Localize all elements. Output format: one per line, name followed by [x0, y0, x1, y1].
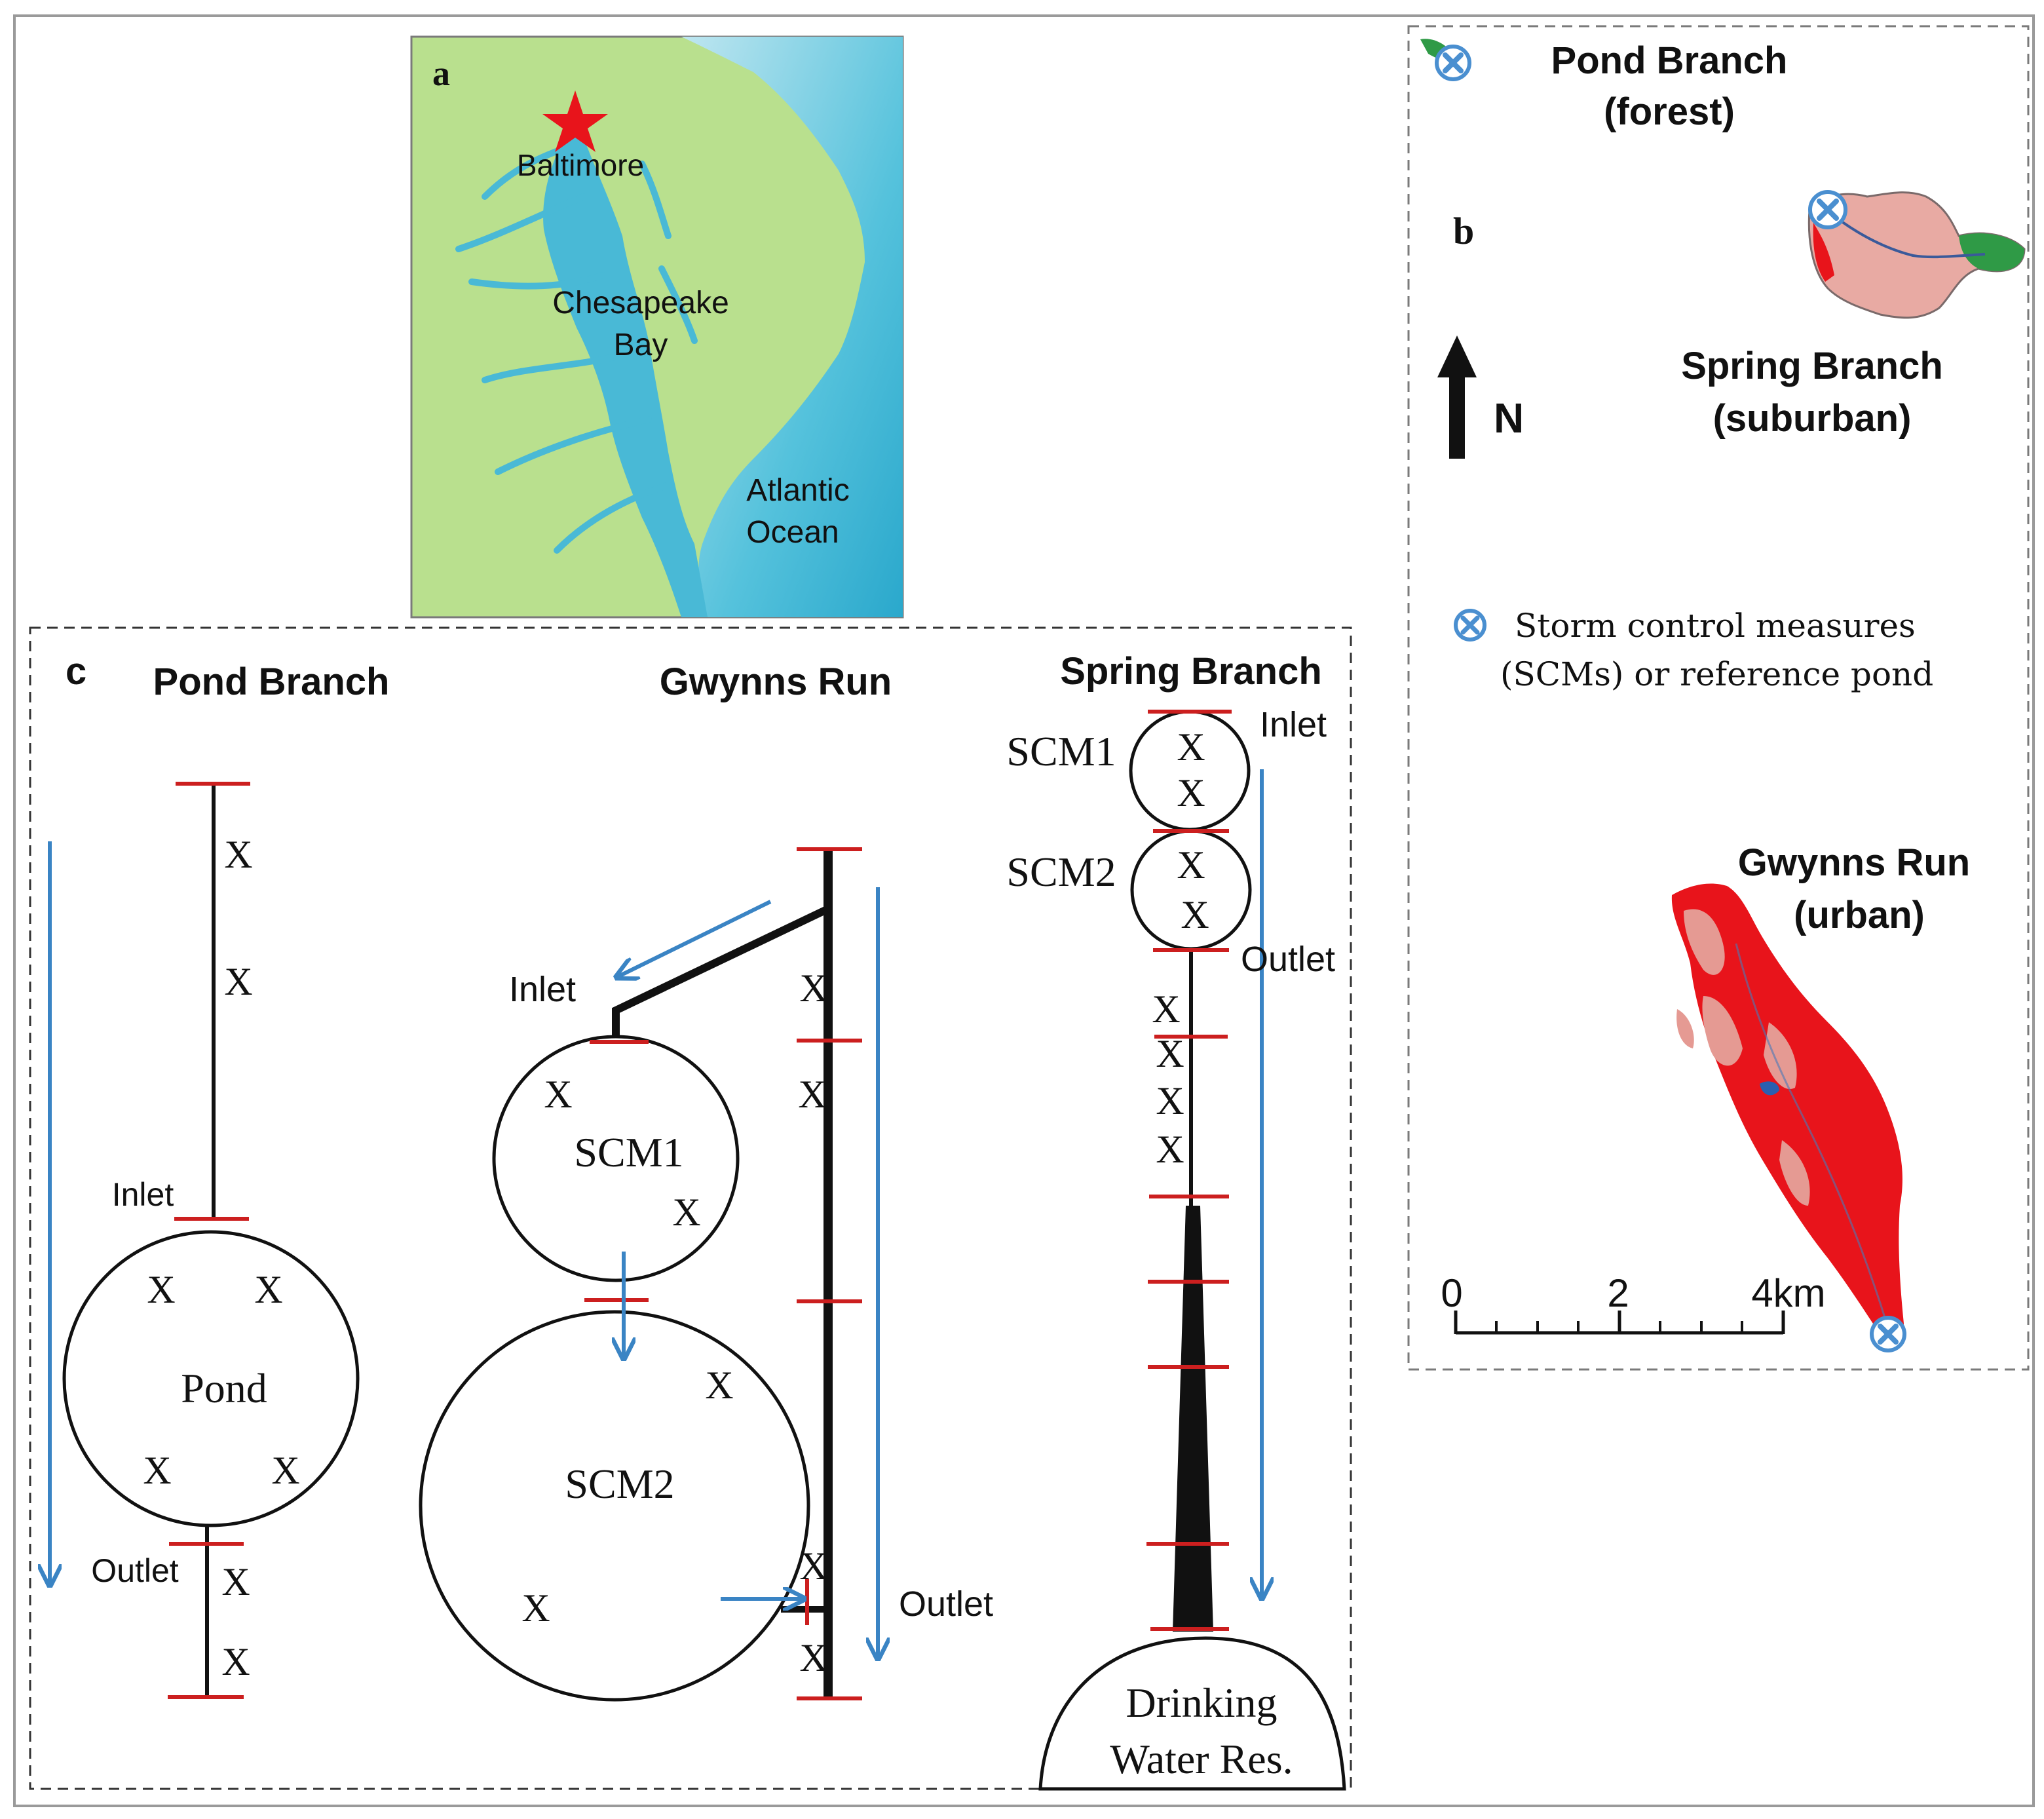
scale-tick-0: 0	[1441, 1271, 1462, 1315]
spring-scm2-label: SCM2	[1006, 849, 1116, 895]
north-label: N	[1494, 394, 1524, 442]
sample-x: X	[521, 1586, 550, 1630]
sample-x: X	[1156, 1079, 1184, 1122]
sample-x: X	[221, 1560, 250, 1603]
spring-branch-stream	[1833, 215, 1986, 259]
ocean-label-1: Atlantic	[746, 473, 849, 508]
gwynns-run-inlet-arrow	[618, 900, 772, 976]
pond-branch-title: Pond Branch	[1551, 39, 1788, 82]
pond-branch-scm-icon	[1435, 45, 1471, 81]
sample-x: X	[705, 1364, 733, 1407]
spring-branch-forest	[1959, 233, 2024, 271]
sample-x: X	[1152, 987, 1180, 1031]
spring-branch-column-title: Spring Branch	[1060, 650, 1322, 693]
panel-a-map: a Baltimore Chesapeake Bay Atlantic Ocea…	[410, 35, 904, 619]
map-bay	[543, 118, 708, 617]
gwynns-run-title: Gwynns Run	[1738, 841, 1970, 884]
sample-x: X	[1181, 893, 1209, 936]
panel-a-label: a	[432, 54, 450, 93]
gwynns-scm2-circle	[419, 1310, 810, 1702]
gwynns-run-subtitle: (urban)	[1794, 894, 1925, 936]
spring-branch-sampling-bounds	[1146, 710, 1232, 1631]
sample-x: X	[799, 1544, 827, 1588]
sample-x: X	[672, 1191, 700, 1234]
gwynns-scm2-label: SCM2	[565, 1461, 674, 1507]
gwynns-run-x-marks: X X X X X X X X	[521, 967, 827, 1679]
pond-branch-column-title: Pond Branch	[153, 661, 390, 703]
gwynns-scm1-label: SCM1	[574, 1129, 683, 1176]
sample-x: X	[544, 1073, 572, 1116]
sample-x: X	[254, 1268, 282, 1311]
baltimore-star-icon	[542, 90, 608, 152]
sample-x: X	[224, 833, 252, 876]
legend-text-1: Storm control measures	[1515, 607, 1916, 645]
pond-branch-sampling-bounds	[168, 782, 250, 1699]
outer-frame	[13, 14, 2035, 1807]
pond-label: Pond	[181, 1365, 267, 1411]
sample-x: X	[1156, 1128, 1184, 1171]
panel-c-label: c	[66, 650, 86, 693]
panel-b-label: b	[1453, 210, 1474, 252]
sample-x: X	[143, 1449, 171, 1492]
spring-branch-inlet-label: Inlet	[1260, 705, 1327, 744]
panel-b-frame	[1407, 25, 2030, 1371]
sample-x: X	[798, 1073, 826, 1116]
pond-branch-schematic: Pond Branch Inlet Outlet Pond X X X X X …	[50, 661, 390, 1699]
sample-x: X	[147, 1268, 175, 1311]
reservoir-label-1: Drinking	[1126, 1679, 1277, 1726]
sample-x: X	[1156, 1032, 1184, 1075]
sample-x: X	[1177, 725, 1205, 769]
gwynns-run-pond	[1760, 1081, 1779, 1096]
gwynns-scm1-circle	[492, 1035, 740, 1282]
gwynns-run-lowdensity	[1676, 909, 1810, 1206]
panel-c-frame	[29, 626, 1352, 1790]
pond-circle	[62, 1230, 360, 1527]
sample-x: X	[799, 1636, 827, 1679]
gwynns-run-stream	[1735, 943, 1888, 1324]
legend-scm-icon	[1454, 609, 1486, 641]
ocean-label-2: Ocean	[746, 515, 839, 550]
spring-branch-scm-icon	[1808, 190, 1847, 229]
spring-branch-urban	[1813, 223, 1834, 282]
sample-x: X	[1177, 843, 1205, 887]
gwynns-run-watershed	[1671, 883, 1904, 1344]
spring-branch-outlet-label: Outlet	[1241, 940, 1335, 979]
sample-x: X	[221, 1640, 250, 1683]
gwynns-run-schematic: Gwynns Run Inlet Outlet SCM1 SCM2	[419, 661, 993, 1702]
bay-label-2: Bay	[614, 328, 668, 362]
pond-branch-outlet-label: Outlet	[91, 1552, 179, 1589]
baltimore-label: Baltimore	[517, 148, 644, 182]
scale-bar	[1454, 1311, 1785, 1335]
gwynns-run-sampling-bounds	[584, 847, 862, 1700]
legend-text-2: (SCMs) or reference pond	[1500, 655, 1933, 693]
gwynns-run-scm-icon	[1870, 1316, 1906, 1352]
gwynns-run-inlet-label: Inlet	[509, 970, 576, 1009]
gwynns-run-column-title: Gwynns Run	[660, 661, 892, 703]
scale-tick-2: 2	[1607, 1271, 1629, 1315]
map-ocean	[681, 37, 903, 617]
spring-branch-subtitle: (suburban)	[1713, 397, 1912, 440]
pond-branch-subtitle: (forest)	[1604, 90, 1735, 133]
panel-c: c Pond Branch Inlet Outlet Pond X X X X	[29, 626, 1352, 1791]
gwynns-run-outlet-label: Outlet	[899, 1584, 993, 1624]
north-arrow-icon	[1437, 335, 1477, 459]
reservoir-label-2: Water Res.	[1110, 1736, 1293, 1782]
spring-scm1-label: SCM1	[1006, 728, 1116, 775]
sample-x: X	[271, 1449, 299, 1492]
spring-branch-channel	[1173, 1206, 1213, 1632]
panel-b: Pond Branch (forest) b Spring Branch (su…	[1407, 25, 2030, 1371]
pond-branch-x-marks: X X X X X X X X	[143, 833, 299, 1683]
pond-branch-inlet-label: Inlet	[112, 1176, 174, 1213]
sample-x: X	[799, 967, 827, 1010]
sample-x: X	[224, 960, 252, 1003]
sample-x: X	[1177, 771, 1205, 814]
spring-branch-schematic: Spring Branch Inlet Outlet SCM1 SCM2	[1006, 650, 1346, 1791]
drinking-water-reservoir	[1038, 1636, 1346, 1791]
spring-branch-title: Spring Branch	[1681, 345, 1943, 387]
scale-tick-4km: 4km	[1751, 1271, 1825, 1315]
spring-branch-x-marks: X X X X X X X X	[1152, 725, 1209, 1171]
bay-label-1: Chesapeake	[552, 286, 729, 320]
map-rivers	[455, 141, 698, 554]
